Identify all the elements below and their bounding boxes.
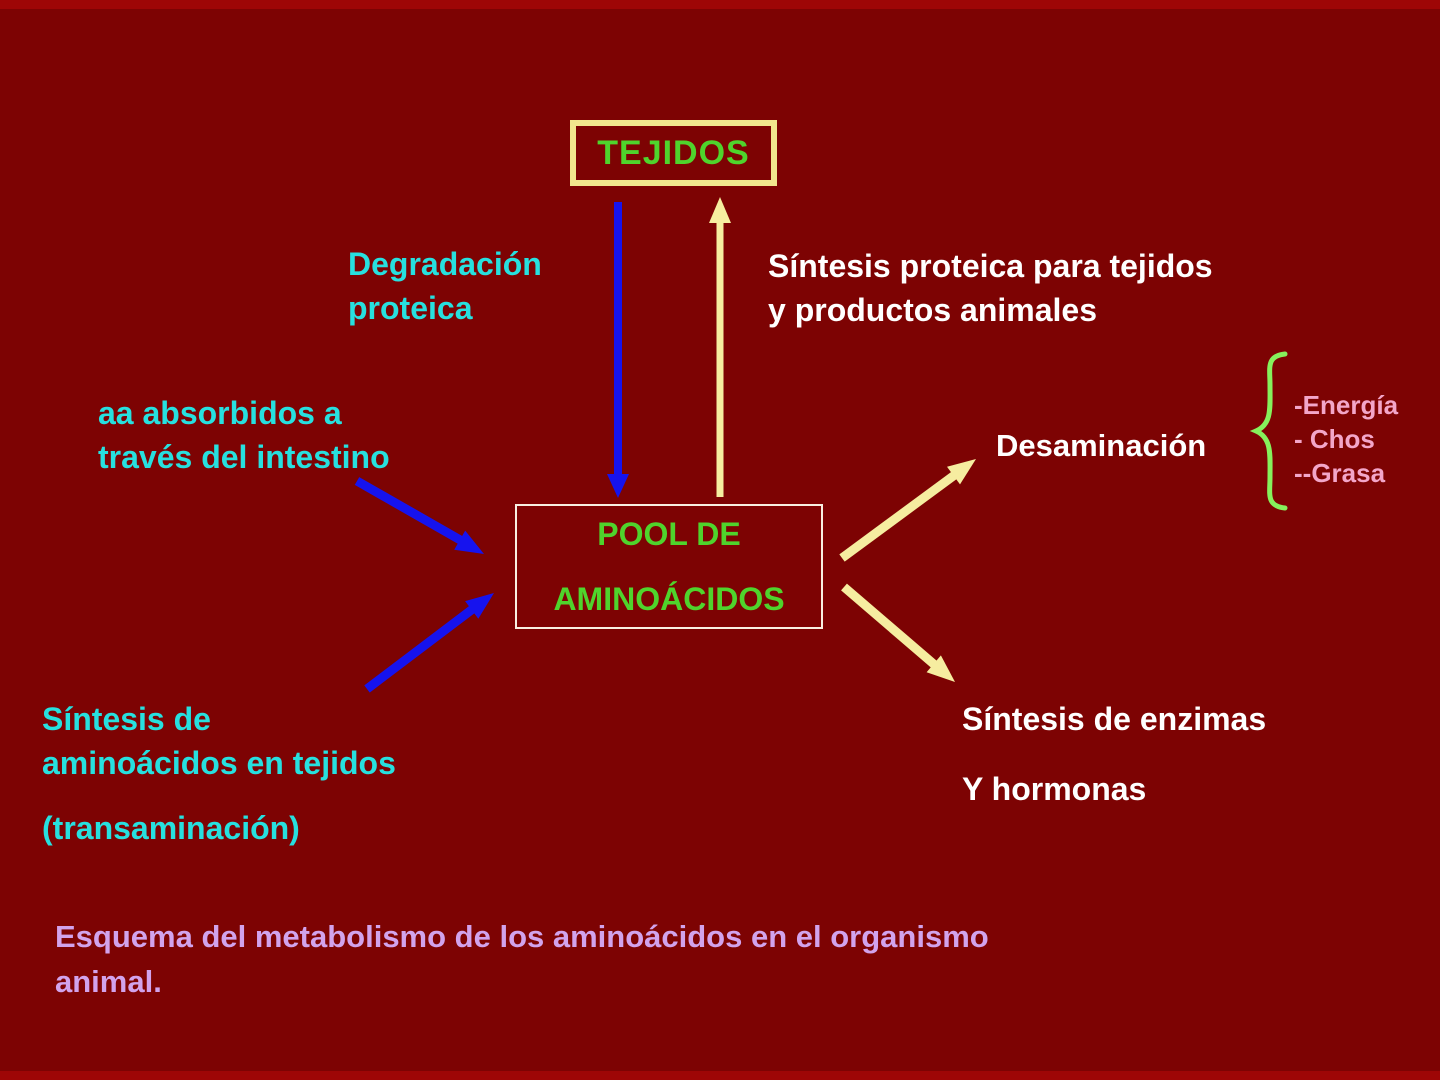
sintesis-enzimas-label: Síntesis de enzimas Y hormonas — [962, 701, 1267, 807]
desaminacion-products-list: -Energía - Chos --Grasa — [1294, 388, 1398, 490]
product-grasa: --Grasa — [1294, 458, 1386, 488]
pool-label-line1: POOL DE — [597, 515, 741, 552]
degradation-arrow-icon — [607, 202, 629, 498]
absorption-arrow-icon — [354, 477, 484, 554]
degradacion-label: Degradación proteica — [348, 246, 542, 326]
product-energia: -Energía — [1294, 390, 1399, 420]
brace-icon — [1249, 351, 1288, 511]
top-edge-strip — [0, 0, 1440, 9]
product-chos: - Chos — [1294, 424, 1375, 454]
desaminacion-label: Desaminación — [996, 428, 1207, 463]
sintesis-aminoacidos-label: Síntesis de aminoácidos en tejidos (tran… — [42, 701, 396, 846]
slide-caption: Esquema del metabolismo de los aminoácid… — [55, 919, 989, 999]
sintesis-proteica-label: Síntesis proteica para tejidos y product… — [768, 248, 1213, 328]
pool-box: POOL DE AMINOÁCIDOS — [515, 504, 823, 629]
protein-synthesis-arrow-icon — [709, 197, 731, 497]
tejidos-box: TEJIDOS — [570, 120, 777, 186]
deamination-arrow-icon — [839, 459, 976, 562]
pool-label-line2: AMINOÁCIDOS — [553, 580, 785, 617]
transamination-arrow-icon — [364, 593, 494, 693]
tejidos-label: TEJIDOS — [597, 133, 750, 172]
aa-absorbidos-label: aa absorbidos a través del intestino — [98, 395, 390, 475]
bottom-edge-strip — [0, 1071, 1440, 1080]
enzyme-synthesis-arrow-icon — [841, 583, 955, 682]
